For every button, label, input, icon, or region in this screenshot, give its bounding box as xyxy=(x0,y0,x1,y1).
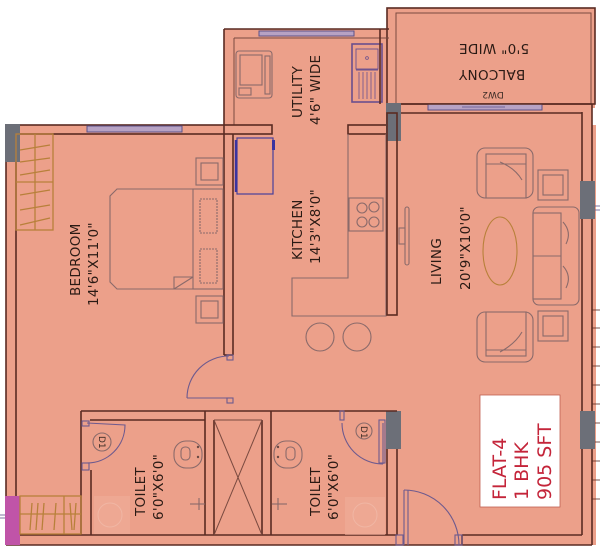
stool-icon xyxy=(342,322,372,352)
column-balcony xyxy=(386,103,401,141)
column-right-bottom xyxy=(580,411,595,449)
column-topleft xyxy=(5,124,20,162)
bedside-table-icon xyxy=(195,157,224,186)
bedroom-size: 14'6"X11'0" xyxy=(86,222,102,306)
toilet-right-size: 6'0"X6'0" xyxy=(326,454,342,520)
kitchen-label: KITCHEN xyxy=(290,199,306,260)
bedroom: BEDROOM 14'6"X11'0" xyxy=(15,125,234,404)
sofa-icon xyxy=(532,206,580,306)
bed-icon xyxy=(109,188,224,290)
toilet-left-size: 6'0"X6'0" xyxy=(151,454,167,520)
toilet-right-door-tag: D1 xyxy=(358,426,368,439)
utility-label: UTILITY xyxy=(290,65,306,118)
toilet-right-label: TOILET xyxy=(308,467,324,517)
balcony-label: BALCONY xyxy=(458,66,525,82)
utility-size: 4'6" WIDE xyxy=(308,55,324,125)
refrigerator-icon xyxy=(234,137,275,195)
washing-machine-icon xyxy=(235,50,273,99)
utility-window[interactable] xyxy=(258,30,355,37)
side-table-icon xyxy=(537,169,569,201)
armchair-icon xyxy=(476,311,534,363)
toilet-right-door[interactable] xyxy=(339,410,386,465)
toilet-left-door-tag: D1 xyxy=(96,436,106,449)
bedroom-label: BEDROOM xyxy=(68,223,84,296)
bedroom-door[interactable] xyxy=(186,354,234,404)
hob-icon xyxy=(348,197,384,232)
coffee-table-icon xyxy=(482,216,518,286)
column-toilet xyxy=(386,411,401,449)
side-table-icon xyxy=(537,310,569,342)
wardrobe-icon xyxy=(15,133,54,231)
living-size: 20'9"X10'0" xyxy=(458,206,474,290)
toilet-left-label: TOILET xyxy=(133,467,149,517)
kitchen: KITCHEN 14'3"X8'0" UTILITY 4'6" WIDE xyxy=(234,55,398,352)
column-right-top xyxy=(580,181,595,219)
flat-type: 1 BHK xyxy=(511,442,533,500)
structural-columns xyxy=(0,103,600,545)
armchair-icon xyxy=(476,147,534,199)
duct-shaft xyxy=(204,411,272,536)
bottom-wardrobe-icon xyxy=(19,495,82,535)
living: LIVING 20'9"X10'0" xyxy=(396,147,580,546)
bedside-table-icon xyxy=(195,295,224,324)
entrance-door[interactable] xyxy=(403,489,463,546)
toilets: D1 TOILET 6'0"X6'0" D1 xyxy=(80,410,404,546)
toilet-left-door[interactable] xyxy=(81,420,126,471)
flat-number: FLAT-4 xyxy=(489,438,511,500)
tap-icon xyxy=(190,498,205,510)
flat-info-box: FLAT-4 1 BHK 905 SFT xyxy=(479,394,561,508)
tv-icon xyxy=(398,206,410,266)
stool-icon xyxy=(305,322,335,352)
kitchen-size: 14'3"X8'0" xyxy=(308,189,324,264)
flat-area: 905 SFT xyxy=(534,423,556,500)
living-label: LIVING xyxy=(429,238,445,285)
bedroom-window[interactable] xyxy=(86,125,183,133)
wc-icon xyxy=(273,440,303,469)
sink-icon xyxy=(351,43,383,103)
tap-icon xyxy=(272,498,287,510)
balcony-size: 5'0" WIDE xyxy=(459,40,529,56)
column-bottomleft xyxy=(5,496,20,545)
wc-icon xyxy=(173,440,203,469)
balcony-door-tag: DW2 xyxy=(482,89,504,99)
